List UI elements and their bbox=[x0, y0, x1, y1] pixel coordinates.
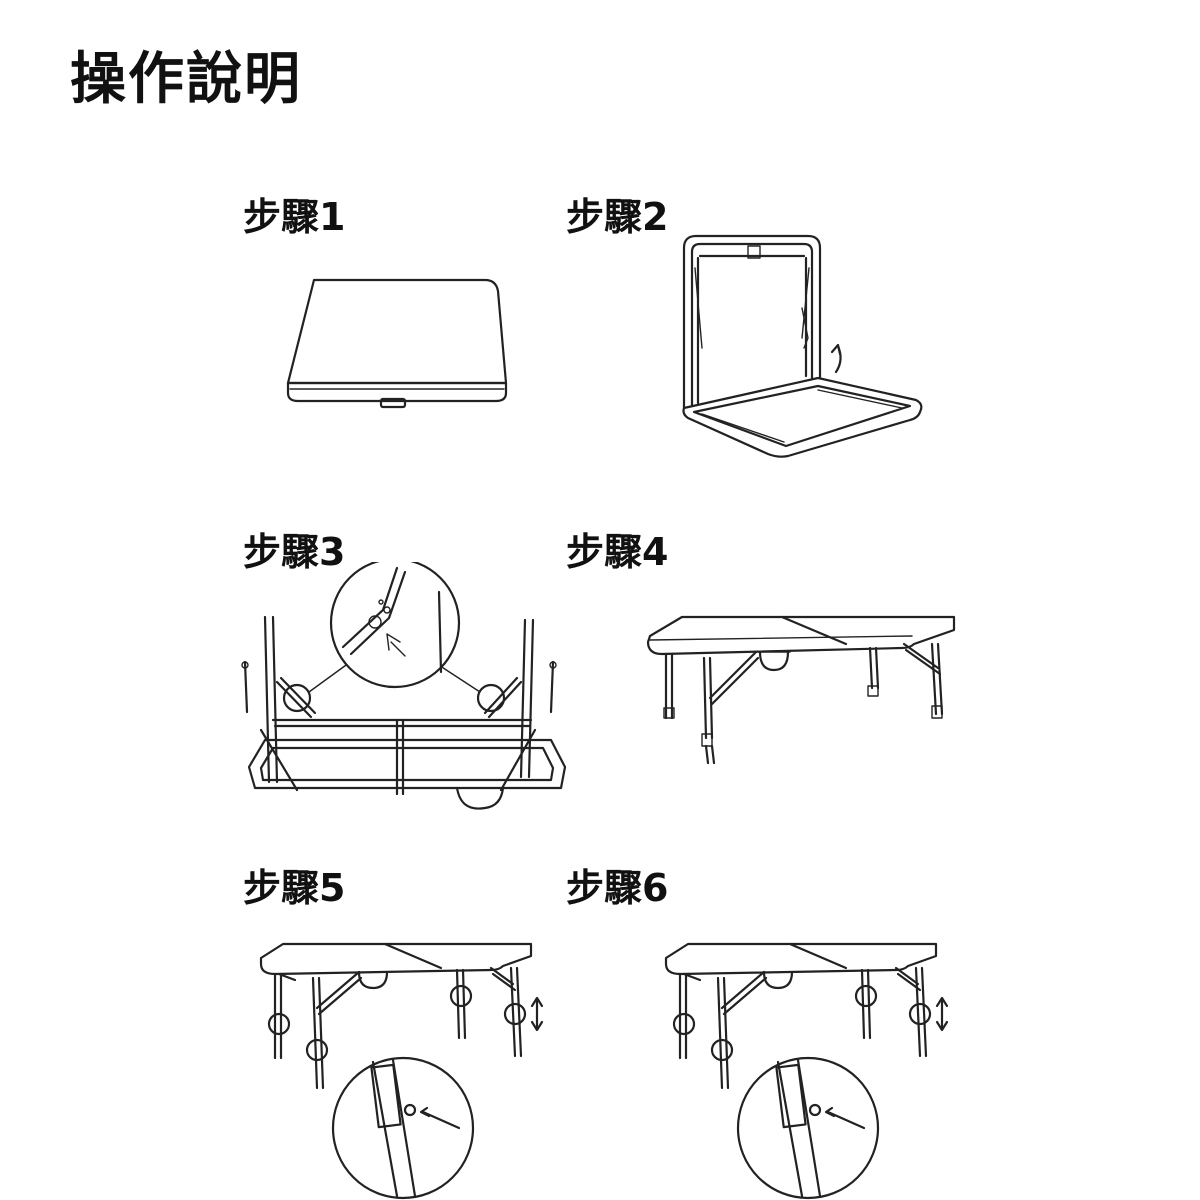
page-title: 操作說明 bbox=[70, 47, 302, 112]
step-4-open-table-illustration bbox=[646, 615, 956, 765]
step-5-label: 步驟5 bbox=[243, 866, 346, 910]
step-1-folded-table-illustration bbox=[286, 278, 508, 409]
step-2-label: 步驟2 bbox=[566, 195, 669, 239]
step-5-adjust-height-illustration bbox=[259, 942, 544, 1200]
step-3-label: 步驟3 bbox=[243, 530, 346, 574]
step-4-label: 步驟4 bbox=[566, 530, 669, 574]
step-6-label: 步驟6 bbox=[566, 866, 669, 910]
step-6-adjust-height-illustration bbox=[664, 942, 949, 1200]
step-3-unfold-legs-illustration bbox=[241, 562, 567, 810]
step-2-open-frame-illustration bbox=[682, 234, 923, 458]
step-1-label: 步驟1 bbox=[243, 195, 346, 239]
